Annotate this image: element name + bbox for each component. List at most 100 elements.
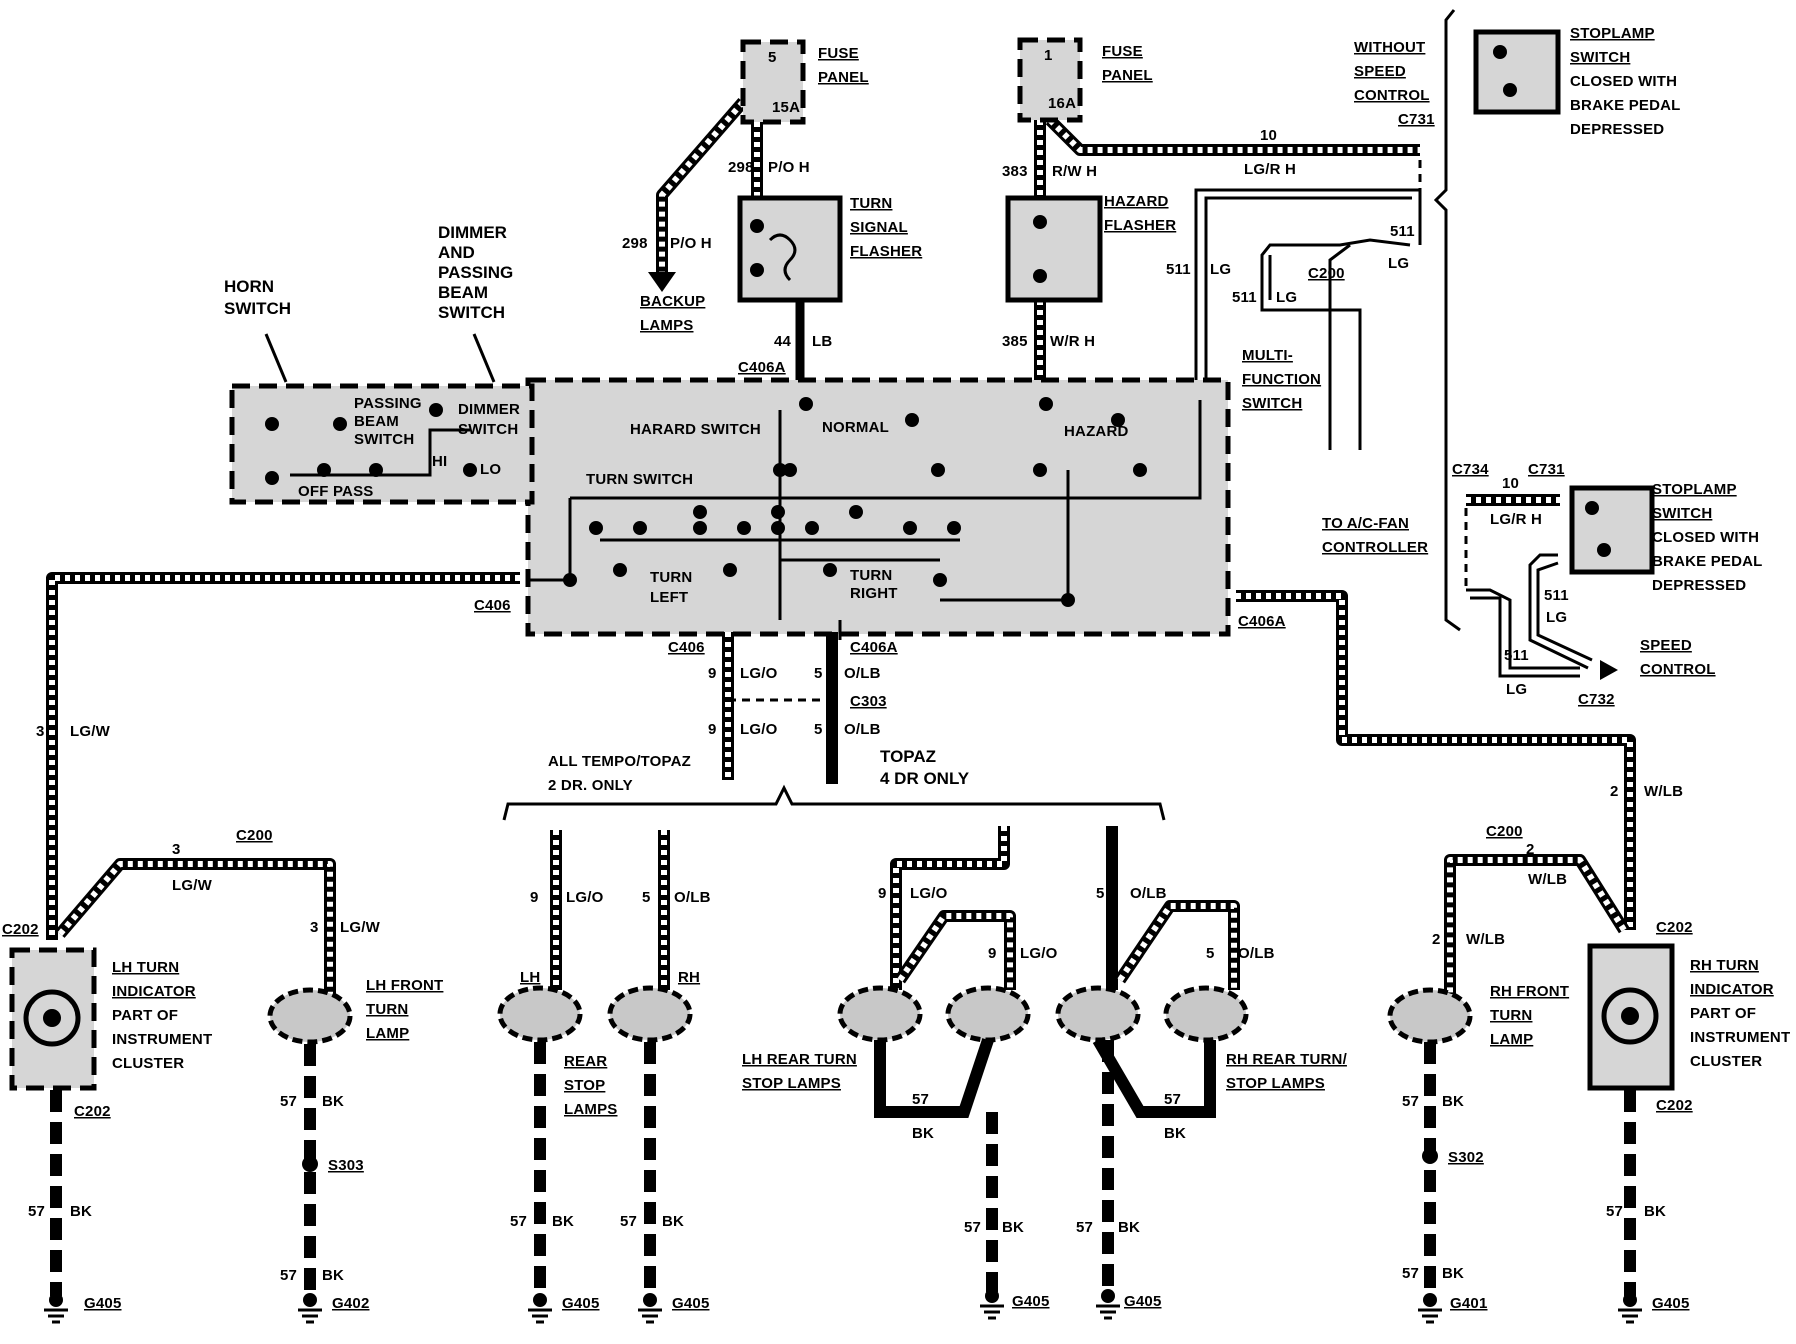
without-speed-label: WITHOUT [1354, 39, 1425, 56]
svg-text:INDICATOR: INDICATOR [112, 983, 196, 1000]
svg-text:LG: LG [1546, 609, 1567, 626]
ac-fan-label: TO A/C-FAN [1322, 515, 1409, 532]
svg-text:LG/W: LG/W [172, 877, 213, 894]
svg-text:BK: BK [1002, 1219, 1024, 1236]
bulb-icon [23, 989, 81, 1047]
svg-text:G405: G405 [1124, 1293, 1162, 1310]
svg-text:O/LB: O/LB [1130, 885, 1167, 902]
wire-2-right [1236, 590, 1636, 930]
fuse2-amp: 16A [1048, 95, 1076, 112]
svg-text:SWITCH: SWITCH [1652, 505, 1712, 522]
svg-text:9: 9 [708, 665, 717, 682]
rh-indicator-label: RH TURN [1690, 957, 1759, 974]
rh-rear-turn-lamp-2 [1163, 985, 1249, 1043]
svg-text:LG/O: LG/O [910, 885, 948, 902]
svg-text:BK: BK [1442, 1265, 1464, 1282]
conn-c200-top: C200 [1308, 265, 1345, 282]
svg-text:5: 5 [814, 665, 823, 682]
fuse1-num: 5 [768, 49, 777, 66]
svg-text:CLOSED WITH: CLOSED WITH [1570, 73, 1677, 90]
svg-text:W/R H: W/R H [1050, 333, 1095, 350]
fuse2-label: FUSE [1102, 43, 1143, 60]
svg-text:LG: LG [1388, 255, 1409, 272]
svg-text:LG: LG [1210, 261, 1231, 278]
svg-text:TURN: TURN [366, 1001, 408, 1018]
svg-text:O/LB: O/LB [844, 665, 881, 682]
ground-g5: 57 BK G405 [964, 1112, 1049, 1320]
ground-g4: 57 BK G405 [620, 1042, 709, 1324]
wire-383-label: 383 [1002, 163, 1028, 180]
backup-lamps-label: BACKUP [640, 293, 705, 310]
svg-text:2: 2 [1432, 931, 1441, 948]
svg-text:PART OF: PART OF [1690, 1005, 1756, 1022]
speed-control-label: SPEED [1640, 637, 1692, 654]
ground-g1: 57 BK G405 [28, 1090, 121, 1324]
svg-text:INDICATOR: INDICATOR [1690, 981, 1774, 998]
svg-text:2 DR. ONLY: 2 DR. ONLY [548, 777, 633, 794]
svg-text:CLUSTER: CLUSTER [1690, 1053, 1762, 1070]
svg-text:SWITCH: SWITCH [458, 421, 518, 438]
svg-text:5: 5 [1206, 945, 1215, 962]
svg-text:BK: BK [322, 1093, 344, 1110]
svg-text:57: 57 [1076, 1219, 1093, 1236]
wire-511-a [1194, 188, 1422, 380]
svg-text:5: 5 [814, 721, 823, 738]
topaz-4dr-label: TOPAZ [880, 747, 936, 766]
svg-text:BEAM: BEAM [354, 413, 399, 430]
wire-385-label: 385 [1002, 333, 1028, 350]
rh-front-label: RH FRONT [1490, 983, 1569, 1000]
svg-text:57: 57 [912, 1091, 929, 1108]
svg-text:5: 5 [642, 889, 651, 906]
wire-3-label: 3 [36, 723, 45, 740]
svg-text:511: 511 [1390, 223, 1415, 240]
all-tempo-label: ALL TEMPO/TOPAZ [548, 753, 691, 770]
hazard-switch-label: HARARD SWITCH [630, 421, 761, 438]
fuse2-num: 1 [1044, 47, 1053, 64]
svg-text:57: 57 [1164, 1091, 1181, 1108]
rh-rear-stop-lamp [607, 985, 693, 1043]
svg-text:W/LB: W/LB [1466, 931, 1505, 948]
ground-g3: 57 BK G405 [510, 1042, 599, 1324]
svg-text:C202: C202 [74, 1103, 111, 1120]
hazard-flasher [1005, 195, 1103, 303]
svg-text:INSTRUMENT: INSTRUMENT [112, 1031, 212, 1048]
svg-text:S303: S303 [328, 1157, 364, 1174]
svg-text:FUNCTION: FUNCTION [1242, 371, 1321, 388]
lh-rear-stop-lamp [497, 985, 583, 1043]
svg-text:57: 57 [964, 1219, 981, 1236]
svg-text:SWITCH: SWITCH [1570, 49, 1630, 66]
svg-text:INSTRUMENT: INSTRUMENT [1690, 1029, 1790, 1046]
turn-left-label: TURN [650, 569, 692, 586]
conn-c200-right: C200 [1486, 823, 1523, 840]
rh-front-turn-lamp [1387, 987, 1473, 1045]
speed-control-arrow-icon [1600, 660, 1618, 680]
normal-label: NORMAL [822, 419, 889, 436]
horn-dimmer-switch-box [229, 383, 535, 505]
rh-rear-turn-label: RH REAR TURN/ [1226, 1051, 1348, 1068]
svg-text:LG/O: LG/O [740, 721, 778, 738]
stoplamp-right-label: STOPLAMP [1652, 481, 1737, 498]
svg-text:57: 57 [1402, 1093, 1419, 1110]
hazard-flasher-label: HAZARD [1104, 193, 1169, 210]
svg-text:W/LB: W/LB [1528, 871, 1567, 888]
svg-text:SPEED: SPEED [1354, 63, 1406, 80]
svg-text:G401: G401 [1450, 1295, 1488, 1312]
svg-text:LG/R H: LG/R H [1244, 161, 1296, 178]
conn-c406a-bottom: C406A [850, 639, 898, 656]
svg-text:BEAM: BEAM [438, 283, 488, 302]
lo-label: LO [480, 461, 501, 478]
conn-c406a-top: C406A [738, 359, 786, 376]
arrow-backup-icon [648, 272, 676, 292]
conn-c734: C734 [1452, 461, 1489, 478]
wire-10-top [1045, 115, 1420, 156]
wire-511-b [1320, 238, 1411, 247]
svg-text:PASSING: PASSING [438, 263, 513, 282]
svg-text:57: 57 [280, 1093, 297, 1110]
ground-g7: 57 BK S302 57 BK G401 [1402, 1042, 1488, 1324]
conn-c202-left: C202 [2, 921, 39, 938]
fuse1-amp: 15A [772, 99, 800, 116]
svg-text:57: 57 [620, 1213, 637, 1230]
svg-text:P/O H: P/O H [768, 159, 810, 176]
svg-text:2: 2 [1526, 841, 1535, 858]
svg-text:PART OF: PART OF [112, 1007, 178, 1024]
